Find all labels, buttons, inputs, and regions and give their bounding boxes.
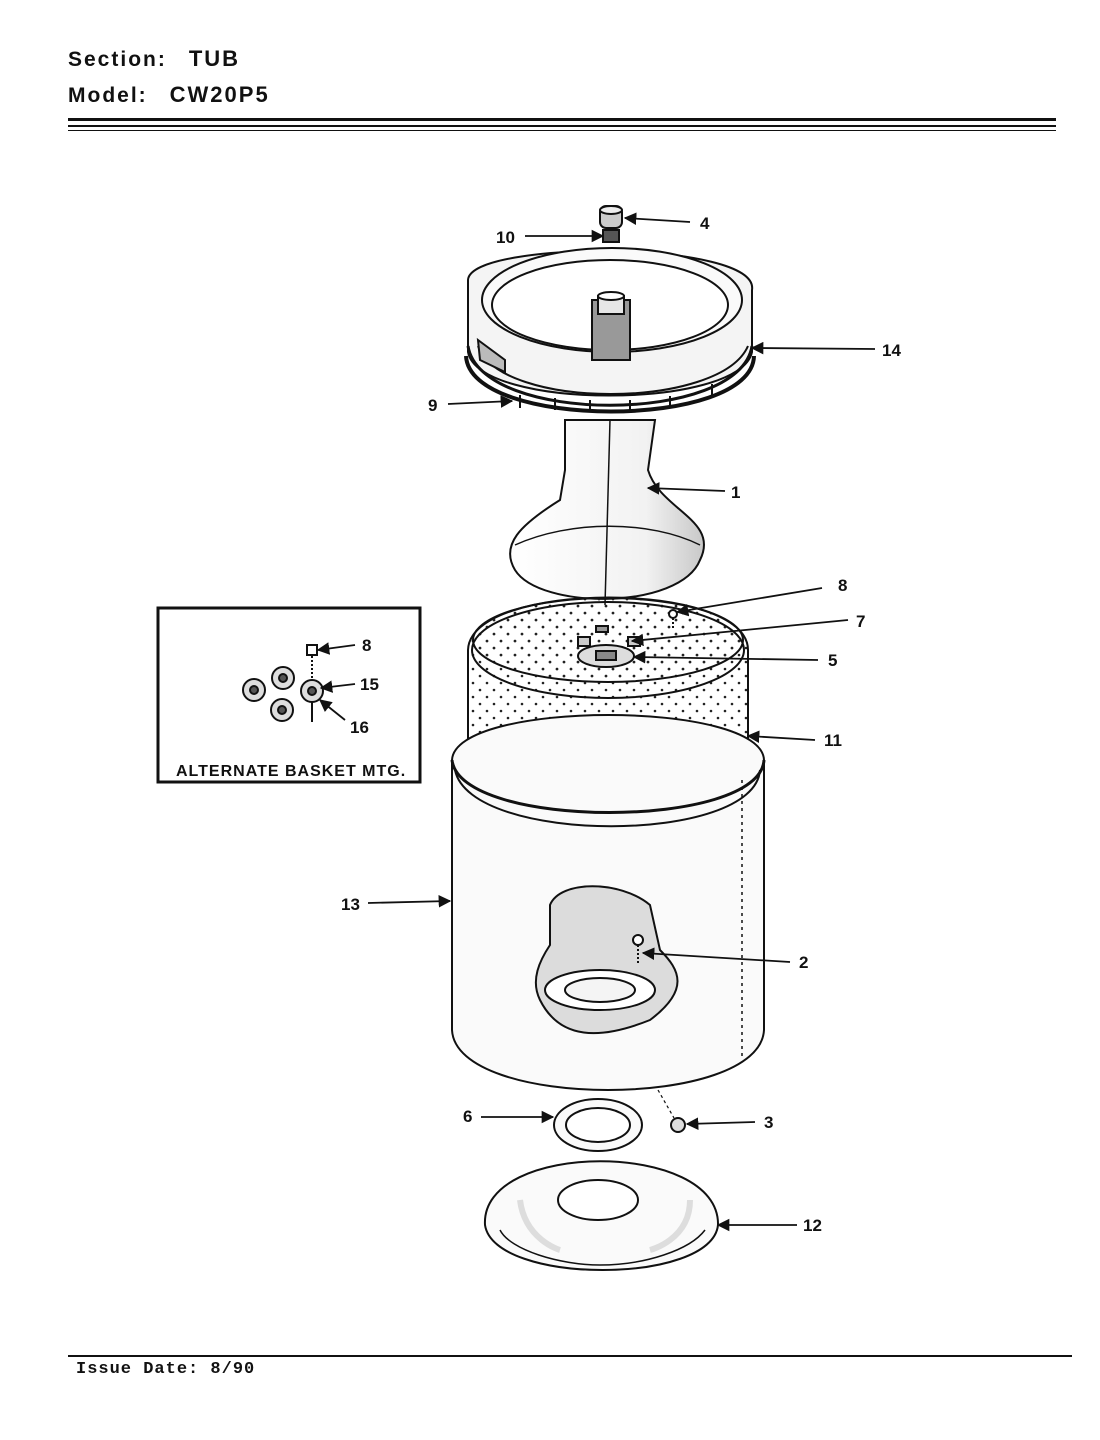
callout-4: 4 (700, 214, 710, 233)
callout-2: 2 (799, 953, 808, 972)
callout-10: 10 (496, 228, 515, 247)
callout-5: 5 (828, 651, 837, 670)
part-10-nut (602, 229, 620, 243)
part-6-seal (553, 1098, 643, 1152)
callout-1: 1 (731, 483, 740, 502)
callout-3: 3 (764, 1113, 773, 1132)
part-3-bolt (657, 1089, 686, 1133)
model-label: Model: (68, 84, 148, 107)
callout-13: 13 (341, 895, 360, 914)
shaft-top (591, 291, 631, 361)
callout-14: 14 (882, 341, 901, 360)
inset-callout-16: 16 (350, 718, 369, 737)
part-13-outer-tub (450, 714, 766, 1091)
part-9-gasket (464, 355, 756, 414)
header-rule-bottom (68, 130, 1056, 131)
alternate-basket-inset: ALTERNATE BASKET MTG. (156, 606, 422, 784)
callout-6: 6 (463, 1107, 472, 1126)
part-1-agitator (509, 419, 706, 606)
section-label: Section: (68, 48, 167, 71)
callout-12: 12 (803, 1216, 822, 1235)
header-rule-middle (68, 125, 1056, 127)
part-5-hub (577, 644, 635, 668)
callout-11: 11 (824, 731, 842, 750)
callout-7: 7 (856, 612, 865, 631)
inset-callout-15: 15 (360, 675, 379, 694)
header-rule-top (68, 118, 1056, 121)
section-value: TUB (188, 46, 241, 71)
footer-rule (68, 1355, 1072, 1357)
inset-callout-8: 8 (362, 636, 371, 655)
callout-9: 9 (428, 396, 437, 415)
part-12-base (483, 1160, 720, 1271)
issue-date: Issue Date: 8/90 (76, 1360, 256, 1379)
model-heading: Model: CW20P5 (68, 82, 270, 108)
section-heading: Section: TUB (68, 46, 240, 72)
part-4-cap (599, 205, 623, 229)
callout-8: 8 (838, 576, 847, 595)
model-value: CW20P5 (169, 82, 270, 107)
inset-title: ALTERNATE BASKET MTG. (176, 763, 406, 780)
